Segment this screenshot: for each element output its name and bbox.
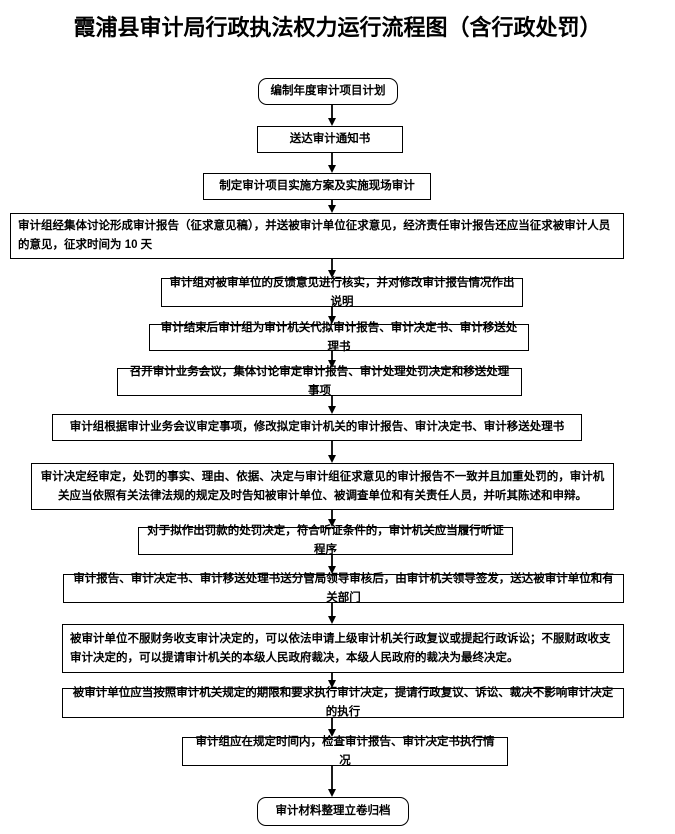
flow-node-label: 审计组根据审计业务会议审定事项，修改拟定审计机关的审计报告、审计决定书、审计移送… bbox=[69, 421, 565, 433]
down-arrow-icon bbox=[327, 307, 336, 324]
flow-node-label: 审计结束后审计组为审计机关代拟审计报告、审计决定书、审计移送处理书 bbox=[160, 321, 518, 353]
flow-node-label: 编制年度审计项目计划 bbox=[270, 85, 386, 97]
arrow-line bbox=[330, 307, 333, 317]
arrow-head-icon bbox=[327, 406, 336, 414]
arrow-head-icon bbox=[327, 680, 336, 688]
down-arrow-icon bbox=[327, 105, 336, 126]
arrow-head-icon bbox=[327, 270, 336, 278]
flow-node-13: 被审计单位应当按照审计机关规定的期限和要求执行审计决定，提请行政复议、诉讼、裁决… bbox=[62, 687, 624, 718]
arrow-head-icon bbox=[327, 789, 336, 797]
down-arrow-icon bbox=[327, 396, 336, 414]
flow-node-label: 对于拟作出罚款的处罚决定，符合听证条件的，审计机关应当履行听证程序 bbox=[147, 525, 504, 556]
arrow-head-icon bbox=[327, 360, 336, 368]
flow-node-label: 被审计单位应当按照审计机关规定的期限和要求执行审计决定，提请行政复议、诉讼、裁决… bbox=[72, 687, 614, 718]
down-arrow-icon bbox=[327, 718, 336, 737]
down-arrow-icon bbox=[327, 200, 336, 213]
down-arrow-icon bbox=[327, 603, 336, 624]
flow-node-label: 审计报告、审计决定书、审计移送处理书送分管局领导审核后，由审计机关领导签发，送达… bbox=[73, 572, 614, 604]
flow-node-2: 送达审计通知书 bbox=[257, 126, 403, 153]
flow-node-start: 编制年度审计项目计划 bbox=[258, 78, 398, 105]
arrow-line bbox=[330, 673, 333, 681]
arrow-line bbox=[330, 766, 333, 790]
down-arrow-icon bbox=[327, 555, 336, 574]
down-arrow-icon bbox=[327, 766, 336, 797]
page-title: 霞浦县审计局行政执法权力运行流程图（含行政处罚） bbox=[73, 15, 602, 40]
arrow-line bbox=[330, 603, 333, 617]
flow-node-14: 审计组应在规定时间内，检查审计报告、审计决定书执行情况 bbox=[182, 736, 508, 767]
arrow-line bbox=[330, 510, 333, 520]
flow-node-label: 召开审计业务会议，集体讨论审定审计报告、审计处理处罚决定和移送处理事项 bbox=[129, 366, 510, 397]
flow-node-7: 召开审计业务会议，集体讨论审定审计报告、审计处理处罚决定和移送处理事项 bbox=[117, 366, 522, 397]
flow-node-8: 审计组根据审计业务会议审定事项，修改拟定审计机关的审计报告、审计决定书、审计移送… bbox=[52, 414, 582, 441]
arrow-line bbox=[330, 259, 333, 271]
arrow-head-icon bbox=[327, 205, 336, 213]
flow-node-9: 审计决定经审定，处罚的事实、理由、依据、决定与审计组征求意见的审计报告不一致并且… bbox=[31, 463, 614, 510]
flow-node-3: 制定审计项目实施方案及实施现场审计 bbox=[203, 173, 431, 200]
down-arrow-icon bbox=[327, 441, 336, 463]
flow-node-label: 审计组对被审单位的反馈意见进行核实，并对修改审计报告情况作出说明 bbox=[169, 276, 515, 308]
flow-node-5: 审计组对被审单位的反馈意见进行核实，并对修改审计报告情况作出说明 bbox=[161, 277, 523, 308]
flow-node-label: 审计组应在规定时间内，检查审计报告、审计决定书执行情况 bbox=[195, 735, 495, 767]
down-arrow-icon bbox=[327, 510, 336, 527]
arrow-head-icon bbox=[327, 616, 336, 624]
down-arrow-icon bbox=[327, 153, 336, 173]
flow-node-label: 送达审计通知书 bbox=[289, 133, 371, 145]
arrow-line bbox=[330, 153, 333, 166]
arrow-line bbox=[330, 718, 333, 730]
flow-node-4: 审计组经集体讨论形成审计报告（征求意见稿），并送被审计单位征求意见，经济责任审计… bbox=[10, 213, 624, 259]
arrow-line bbox=[330, 396, 333, 407]
arrow-head-icon bbox=[327, 118, 336, 126]
flow-node-label: 制定审计项目实施方案及实施现场审计 bbox=[219, 180, 415, 192]
arrow-head-icon bbox=[327, 316, 336, 324]
flow-node-label: 审计决定经审定，处罚的事实、理由、依据、决定与审计组征求意见的审计报告不一致并且… bbox=[40, 470, 605, 502]
flow-node-10: 对于拟作出罚款的处罚决定，符合听证条件的，审计机关应当履行听证程序 bbox=[138, 525, 513, 556]
arrow-line bbox=[330, 105, 333, 119]
arrow-head-icon bbox=[327, 729, 336, 737]
arrow-head-icon bbox=[327, 455, 336, 463]
arrow-line bbox=[330, 555, 333, 567]
flow-node-label: 被审计单位不服财务收支审计决定的，可以依法申请上级审计机关行政复议或提起行政诉讼… bbox=[70, 632, 611, 664]
arrow-head-icon bbox=[327, 165, 336, 173]
arrow-line bbox=[330, 351, 333, 361]
flow-node-12: 被审计单位不服财务收支审计决定的，可以依法申请上级审计机关行政复议或提起行政诉讼… bbox=[62, 624, 624, 673]
flow-node-label: 审计材料整理立卷归档 bbox=[275, 805, 391, 817]
flow-node-label: 审计组经集体讨论形成审计报告（征求意见稿），并送被审计单位征求意见，经济责任审计… bbox=[18, 220, 611, 251]
flow-node-6: 审计结束后审计组为审计机关代拟审计报告、审计决定书、审计移送处理书 bbox=[149, 322, 529, 353]
arrow-line bbox=[330, 200, 333, 206]
down-arrow-icon bbox=[327, 259, 336, 278]
arrow-head-icon bbox=[327, 566, 336, 574]
flow-node-end: 审计材料整理立卷归档 bbox=[257, 797, 409, 826]
down-arrow-icon bbox=[327, 351, 336, 368]
down-arrow-icon bbox=[327, 673, 336, 688]
arrow-head-icon bbox=[327, 519, 336, 527]
flow-node-11: 审计报告、审计决定书、审计移送处理书送分管局领导审核后，由审计机关领导签发，送达… bbox=[63, 573, 624, 604]
arrow-line bbox=[330, 441, 333, 456]
